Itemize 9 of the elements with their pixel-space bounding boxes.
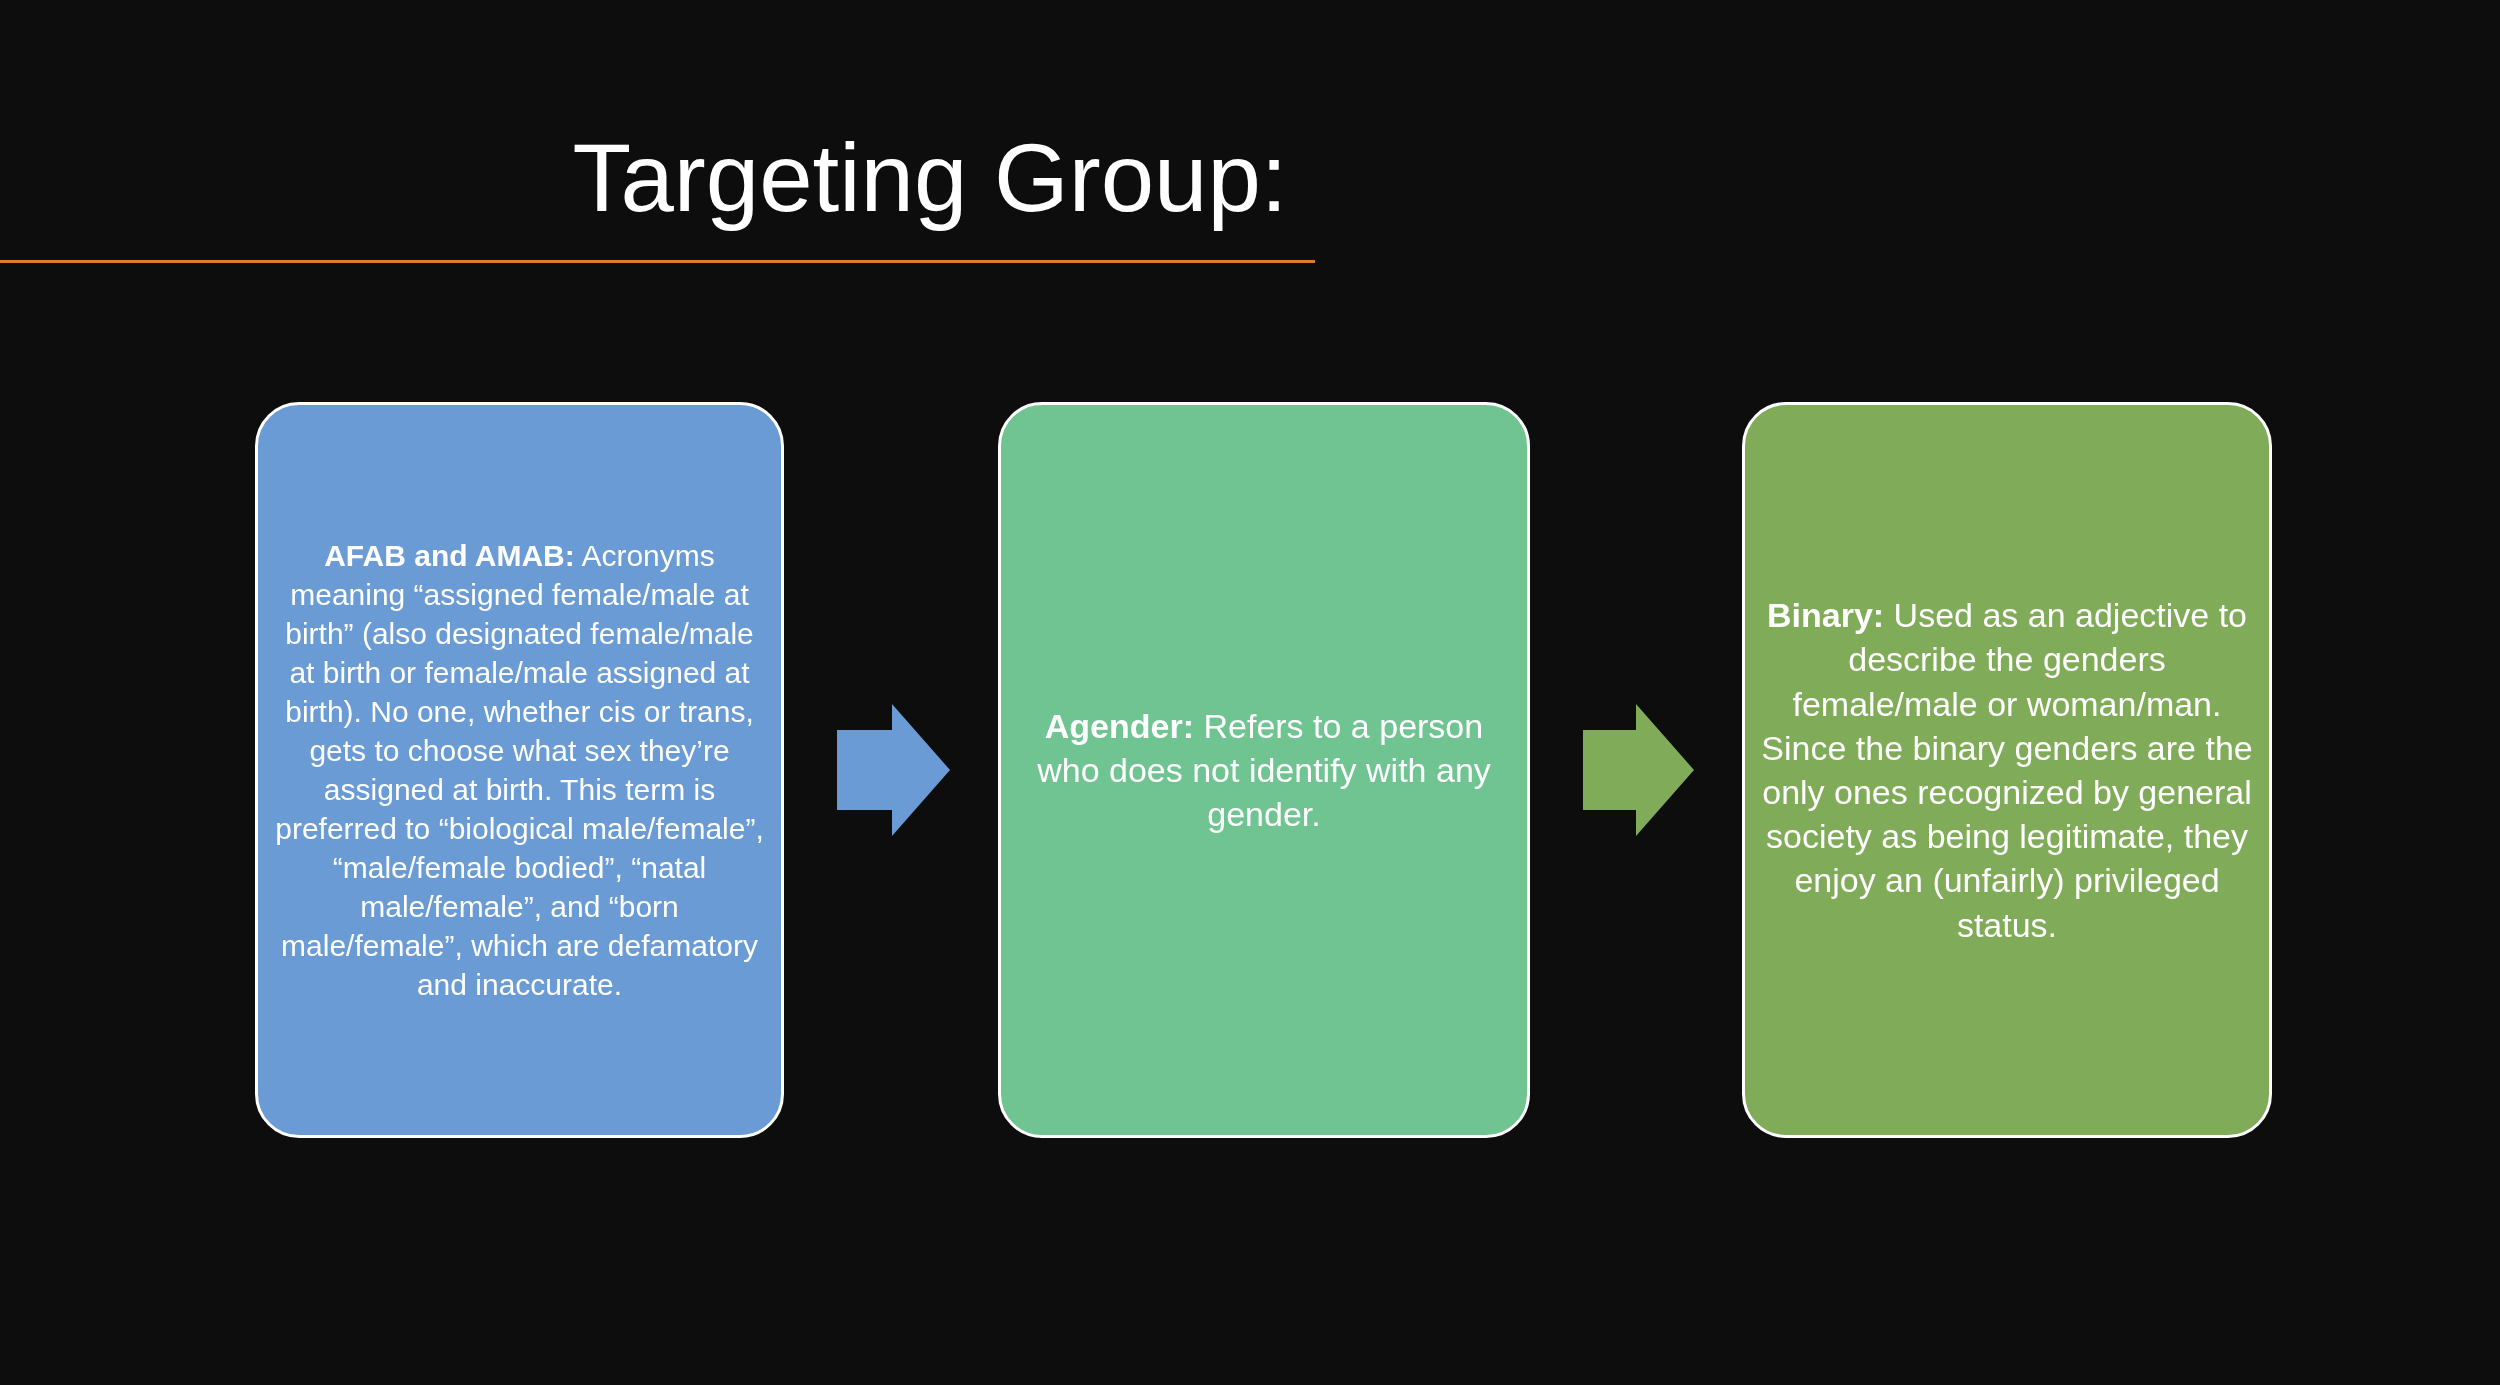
block-arrow bbox=[1583, 704, 1694, 836]
definition-box bbox=[998, 402, 1530, 1138]
title: Targeting Group: bbox=[571, 123, 1289, 233]
definition-text: Agender: Refers to a person who does not identify with any gender. bbox=[1036, 705, 1492, 836]
definition-text: AFAB and AMAB: Acronyms meaning “assigned female/male at birth” (also designated female/male at birth or female/male assigned at birth). No one, whether cis or trans, gets to choose what sex they’re assigned at birth. This term is preferred to “biological male/female”, “male/female bodied”, “natal male/female”, and “born male/female”, which are defamatory and inaccurate. bbox=[274, 538, 765, 1003]
block-arrow bbox=[837, 704, 950, 836]
definition-box bbox=[1742, 402, 2272, 1138]
definition-text: Binary: Used as an adjective to describe the genders female/male or woman/man. Since the binary genders are the only ones recognized by general society as being legitimate, they enjoy an (unfairly) privileged status. bbox=[1761, 595, 2253, 946]
definition-box bbox=[255, 402, 784, 1138]
